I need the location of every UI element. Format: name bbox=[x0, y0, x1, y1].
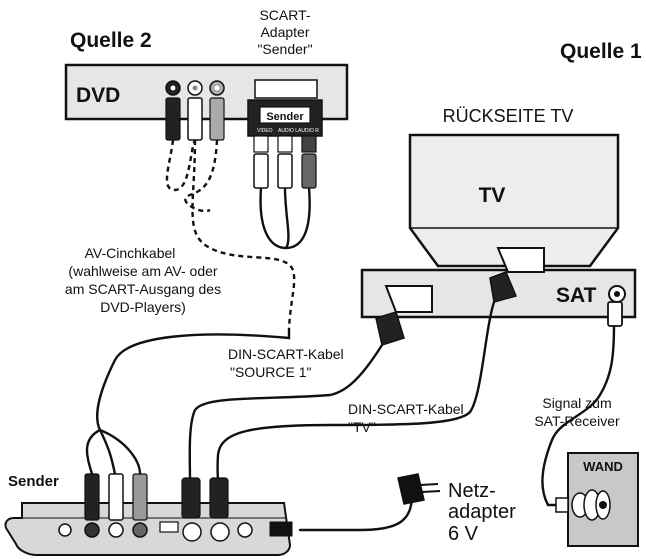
wand-label: WAND bbox=[583, 459, 623, 474]
svg-text:Signal zum: Signal zum bbox=[542, 395, 611, 411]
adapter-rca-plugs bbox=[253, 153, 317, 189]
optional-cinch-cables bbox=[165, 139, 296, 331]
svg-text:DIN-SCART-Kabel: DIN-SCART-Kabel bbox=[348, 401, 464, 417]
dvd-scart-socket bbox=[254, 79, 318, 99]
dvd-label: DVD bbox=[76, 84, 120, 107]
svg-text:SCART-: SCART- bbox=[259, 7, 310, 23]
av-cinch-cable bbox=[85, 328, 291, 476]
sender-label: Sender bbox=[8, 473, 59, 490]
rueckseite-tv-label: RÜCKSEITE TV bbox=[443, 106, 574, 126]
svg-text:AV-Cinchkabel: AV-Cinchkabel bbox=[85, 245, 176, 261]
signal-label: Signal zum SAT-Receiver bbox=[534, 395, 620, 429]
netzadapter-label: Netz- adapter 6 V bbox=[448, 480, 516, 545]
quelle2-heading: Quelle 2 bbox=[70, 29, 152, 52]
adapter-cable-loop bbox=[259, 187, 311, 250]
svg-text:Adapter: Adapter bbox=[260, 24, 309, 40]
antenna-cable bbox=[541, 323, 616, 507]
quelle1-heading: Quelle 1 bbox=[560, 40, 642, 63]
din-scart-tv-label: DIN-SCART-Kabel "TV" bbox=[348, 401, 464, 435]
adapter-pin-audio-l: AUDIO L bbox=[278, 128, 298, 134]
svg-text:am SCART-Ausgang des: am SCART-Ausgang des bbox=[65, 281, 221, 297]
dvd-player: DVD bbox=[64, 63, 349, 121]
sat-antenna-plug bbox=[607, 301, 623, 327]
svg-text:6 V: 6 V bbox=[448, 523, 479, 545]
din-scart-source1-cable bbox=[188, 343, 384, 482]
tv-label: TV bbox=[479, 184, 506, 207]
sender-din-plugs bbox=[181, 477, 229, 519]
adapter-pin-video: VIDEO bbox=[257, 128, 273, 134]
av-cinch-label: AV-Cinchkabel (wahlweise am AV- oder am … bbox=[65, 245, 221, 315]
svg-text:DIN-SCART-Kabel: DIN-SCART-Kabel bbox=[228, 346, 344, 362]
wall-socket: WAND bbox=[555, 452, 639, 547]
sender-unit bbox=[4, 502, 293, 556]
svg-text:DVD-Players): DVD-Players) bbox=[100, 299, 186, 315]
adapter-sender-label: Sender bbox=[266, 111, 304, 123]
scart-plug-tv bbox=[489, 247, 545, 303]
svg-text:"SOURCE 1": "SOURCE 1" bbox=[230, 364, 312, 380]
sat-label: SAT bbox=[556, 284, 597, 307]
dvd-rca-plugs bbox=[165, 97, 225, 141]
power-adapter-cable bbox=[298, 492, 414, 532]
tv-set: TV bbox=[408, 133, 620, 268]
din-scart-tv-cable bbox=[216, 300, 496, 482]
svg-text:"TV": "TV" bbox=[348, 419, 376, 435]
svg-text:"Sender": "Sender" bbox=[257, 41, 312, 57]
svg-text:Netz-: Netz- bbox=[448, 480, 496, 502]
svg-text:(wahlweise am AV- oder: (wahlweise am AV- oder bbox=[68, 263, 217, 279]
scart-adapter: Sender VIDEO AUDIO L AUDIO R bbox=[247, 99, 323, 153]
scart-adapter-label: SCART- Adapter "Sender" bbox=[257, 7, 312, 57]
svg-text:adapter: adapter bbox=[448, 501, 516, 523]
adapter-pin-audio-r: AUDIO R bbox=[298, 128, 319, 134]
din-scart-source1-label: DIN-SCART-Kabel "SOURCE 1" bbox=[228, 346, 344, 380]
svg-text:SAT-Receiver: SAT-Receiver bbox=[534, 413, 620, 429]
power-adapter bbox=[397, 473, 441, 505]
sender-rca-plugs bbox=[84, 473, 148, 521]
